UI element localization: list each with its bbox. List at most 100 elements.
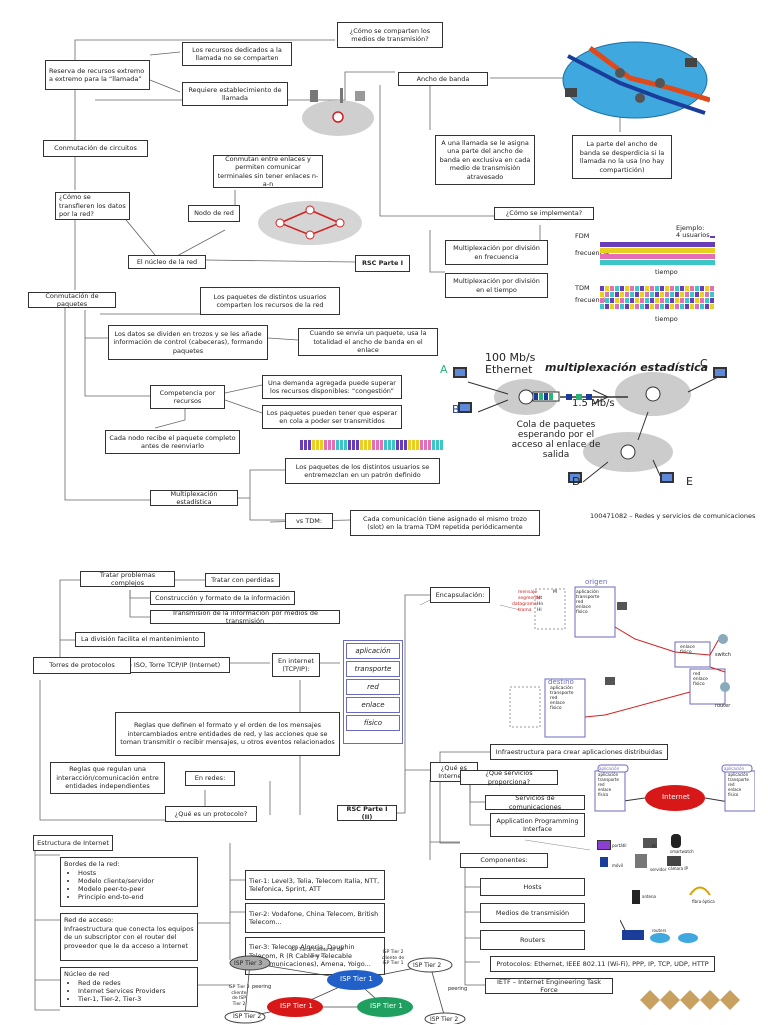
tier1-text: Tier-1: Level3, Telia, Telecom Italia, N… (249, 876, 380, 894)
tdm-slot (630, 304, 634, 309)
bordes-item: Modelo cliente/servidor (78, 877, 154, 885)
datos-dividen-box: Los datos se dividen en trozos y se les … (108, 325, 268, 360)
tratar-complejos-box: Tratar problemas complejos (80, 571, 175, 587)
mux-15-label: 1.5 Mb/s (572, 398, 615, 409)
packet-stripe (304, 440, 307, 450)
srv-layers-left: aplicación transporte red enlace físico (598, 772, 619, 797)
multiplexacion-est-box: Multiplexación estadística (150, 490, 238, 506)
enc-trama-label: trama (518, 608, 532, 613)
rsc-parte2-text: RSC Parte I (II) (346, 804, 388, 822)
isp-tier2-label-bottom: ISP Tier 2 (430, 1016, 459, 1023)
enc-switch-layer: físico (680, 650, 692, 655)
isp-tier2-label-right: ISP Tier 2 (413, 962, 442, 969)
tdm-slot (640, 298, 644, 303)
reglas-definen-box: Reglas que definen el formato y el orden… (115, 712, 340, 756)
tdm-slot (700, 298, 704, 303)
enc-destino-label: destino (548, 678, 574, 686)
enc-switch-layers: enlace físico (680, 645, 695, 655)
packet-stripe (356, 440, 359, 450)
no-comparten-box: Los recursos dedicados a la llamada no s… (182, 42, 292, 66)
srv-layer: aplicación (598, 772, 619, 777)
tdm-slot (670, 304, 674, 309)
enc-switch-label: switch (715, 652, 731, 658)
api-box: Application Programming Interface (490, 813, 585, 837)
stack-layer-enlace: enlace (346, 697, 400, 713)
enc-origen-layers: aplicación transporte red enlace físico (576, 590, 600, 615)
nucleo-list: Red de redes Internet Services Providers… (64, 979, 166, 1003)
como-implementa-text: ¿Cómo se implementa? (505, 209, 583, 218)
enc-header-ht: Ht (537, 596, 543, 601)
tdm-slot (685, 292, 689, 297)
enc-message-m: M (553, 590, 557, 595)
packet-stripe (432, 440, 435, 450)
tier2-text: Tier-2: Vodafone, China Telecom, British… (249, 909, 379, 927)
parte-pierde-box: La parte del ancho de banda se desperdic… (572, 135, 672, 179)
se-entremezclan-box: Los paquetes de los distintos usuarios s… (285, 458, 440, 484)
packet-stripe (384, 440, 387, 450)
tdm-slot (640, 292, 644, 297)
comp-servidor-label: servidor (650, 867, 667, 872)
como-implementa-box: ¿Cómo se implementa? (494, 207, 594, 220)
packet-stripe (380, 440, 383, 450)
cuando-envia-box: Cuando se envía un paquete, usa la total… (298, 328, 438, 356)
hosts-text: Hosts (523, 882, 542, 891)
como-comparten-text: ¿Cómo se comparten los medios de transmi… (349, 26, 431, 44)
tdm-slot (685, 286, 689, 291)
torres-text: Torres de protocolos (49, 661, 115, 670)
modelo-osi-text: Modelo OSI de ISO, Torre TCP/IP (Interne… (84, 660, 221, 669)
hosts-images (597, 834, 681, 868)
mux-ethernet-label: Ethernet (485, 363, 533, 376)
stack-layer-red: red (346, 679, 400, 695)
competencia-text: Competencia por recursos (159, 388, 216, 406)
tdm-slot (695, 286, 699, 291)
cuando-envia-text: Cuando se envía un paquete, usa la total… (309, 329, 427, 355)
srv-layer: red (728, 782, 735, 787)
packet-stripe (424, 440, 427, 450)
tdm-slot (685, 298, 689, 303)
srv-layers-right: aplicación transporte red enlace físico (728, 772, 749, 797)
servicios-com-box: Servicios de comunicaciones (485, 794, 585, 811)
division-text: La división facilita el mantenimiento (80, 635, 200, 644)
encapsulacion-box: Encapsulación: (430, 587, 490, 603)
vs-tdm-text: vs TDM: (295, 516, 323, 525)
tdm-slot (620, 286, 624, 291)
tdm-slot (645, 292, 649, 297)
ejemplo-label: Ejemplo: (676, 224, 705, 232)
stack-layer-transporte: transporte (346, 661, 400, 677)
que-servicios-box: ¿Qué servicios proporciona? (460, 769, 558, 786)
peering-label-right: peering (448, 986, 468, 992)
packet-stripe (368, 440, 371, 450)
packet-stripe (396, 440, 399, 450)
tcpip-stack: aplicación transporte red enlace físico (343, 640, 403, 744)
packet-stripe (340, 440, 343, 450)
tdm-slot (705, 304, 709, 309)
enc-router-label: router (715, 703, 731, 709)
tratar-complejos-text: Tratar problemas complejos (99, 570, 156, 588)
enc-router-layers: red enlace físico (693, 672, 708, 687)
enc-destino-layers: aplicación transporte red enlace físico (550, 686, 574, 711)
bordes-box: Bordes de la red: Hosts Modelo cliente/s… (60, 857, 198, 907)
tdm-slot (700, 292, 704, 297)
tdm-slot (665, 286, 669, 291)
srv-layer: red (598, 782, 605, 787)
fdm-box: Multiplexación por división en frecuenci… (445, 240, 548, 265)
conmutacion-paquetes-box: Conmutación de paquetes (28, 292, 116, 308)
mux-cola-label: Cola de paquetes esperando por el acceso… (511, 420, 601, 460)
tdm-slot (630, 286, 634, 291)
packet-stripe (440, 440, 443, 450)
tdm-slot (605, 304, 609, 309)
tratar-perdidas-text: Tratar con perdidas (211, 575, 274, 584)
packet-stripe (324, 440, 327, 450)
tdm-slot (680, 298, 684, 303)
tdm-slot (655, 286, 659, 291)
infraestructura-box: Infraestructura para crear aplicaciones … (490, 744, 668, 760)
tdm-label: TDM (575, 284, 590, 292)
packet-stripe (404, 440, 407, 450)
tdm-slot (650, 286, 654, 291)
packet-stripe (420, 440, 423, 450)
enc-origen-layer: red (576, 600, 584, 605)
rsc-parte1-text: RSC Parte I (361, 259, 404, 268)
hosts-box: Hosts (480, 878, 585, 896)
protocolos-text: Protocolos: Ethernet, IEEE 802.11 (Wi-Fi… (496, 959, 709, 968)
enc-router-layer: físico (693, 682, 705, 687)
